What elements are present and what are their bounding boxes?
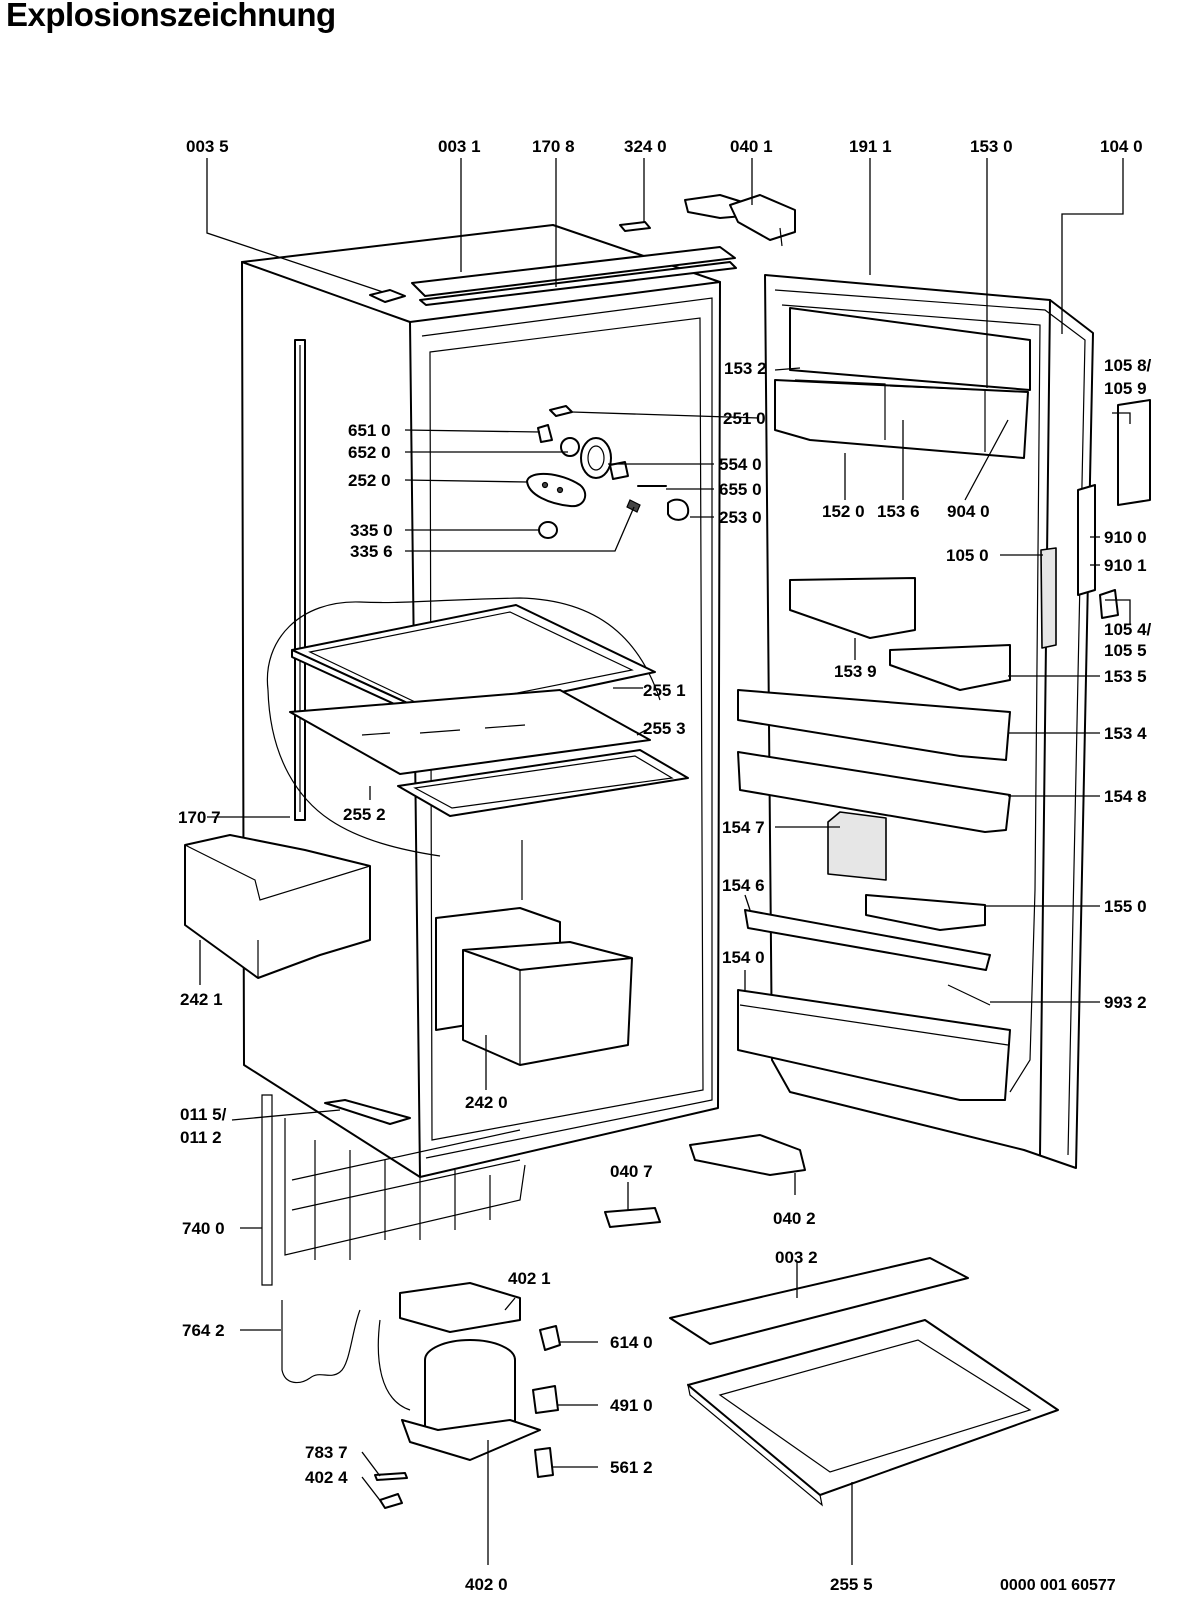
part-labels: 003 5 003 1 170 8 324 0 040 1 191 1 153 … (178, 137, 1152, 1594)
label-152-0: 152 0 (822, 502, 865, 521)
label-153-6: 153 6 (877, 502, 920, 521)
label-011-5: 011 5/ (180, 1105, 227, 1124)
label-255-3: 255 3 (643, 719, 686, 738)
door-bin-left (184, 834, 371, 979)
label-154-8: 154 8 (1104, 787, 1147, 806)
label-324-0: 324 0 (624, 137, 667, 156)
label-105-9: 105 9 (1104, 379, 1147, 398)
leader-lines (199, 158, 1131, 1565)
label-040-2: 040 2 (773, 1209, 816, 1228)
label-003-5: 003 5 (186, 137, 229, 156)
label-040-7: 040 7 (610, 1162, 653, 1181)
label-242-1: 242 1 (180, 990, 223, 1009)
label-402-0: 402 0 (465, 1575, 508, 1594)
label-170-8: 170 8 (532, 137, 575, 156)
label-491-0: 491 0 (610, 1396, 653, 1415)
label-105-8: 105 8/ (1104, 356, 1152, 375)
glass-shelves (266, 597, 689, 900)
label-783-7: 783 7 (305, 1443, 348, 1462)
label-993-2: 993 2 (1104, 993, 1147, 1012)
hinge-parts (604, 399, 1151, 1228)
label-242-0: 242 0 (465, 1093, 508, 1112)
label-153-9: 153 9 (834, 662, 877, 681)
label-154-6: 154 6 (722, 876, 765, 895)
label-153-2: 153 2 (724, 359, 767, 378)
label-155-0: 155 0 (1104, 897, 1147, 916)
bottom-parts (324, 1099, 1059, 1507)
label-335-0: 335 0 (350, 521, 393, 540)
label-740-0: 740 0 (182, 1219, 225, 1238)
label-764-2: 764 2 (182, 1321, 225, 1340)
label-255-1: 255 1 (643, 681, 686, 700)
label-255-5: 255 5 (830, 1575, 873, 1594)
document-number: 0000 001 60577 (1000, 1577, 1116, 1594)
label-011-2: 011 2 (180, 1128, 222, 1147)
label-154-7: 154 7 (722, 818, 765, 837)
label-614-0: 614 0 (610, 1333, 653, 1352)
label-105-4: 105 4/ (1104, 620, 1152, 639)
page-title: Explosionszeichnung (6, 0, 336, 33)
crisper-drawers (435, 907, 633, 1066)
label-561-2: 561 2 (610, 1458, 653, 1477)
label-335-6: 335 6 (350, 542, 393, 561)
label-651-0: 651 0 (348, 421, 391, 440)
label-252-0: 252 0 (348, 471, 391, 490)
label-910-0: 910 0 (1104, 528, 1147, 547)
label-105-5: 105 5 (1104, 641, 1147, 660)
label-170-7: 170 7 (178, 808, 221, 827)
label-003-1: 003 1 (438, 137, 481, 156)
label-040-1: 040 1 (730, 137, 773, 156)
label-153-5: 153 5 (1104, 667, 1147, 686)
door-bins (737, 307, 1031, 1101)
label-554-0: 554 0 (719, 455, 762, 474)
condenser-compressor (261, 1094, 561, 1509)
label-910-1: 910 1 (1104, 556, 1147, 575)
label-655-0: 655 0 (719, 480, 762, 499)
label-154-0: 154 0 (722, 948, 765, 967)
label-255-2: 255 2 (343, 805, 386, 824)
label-153-0: 153 0 (970, 137, 1013, 156)
label-153-4: 153 4 (1104, 724, 1147, 743)
label-652-0: 652 0 (348, 443, 391, 462)
thermostat-assembly (526, 405, 690, 539)
label-251-0: 251 0 (723, 409, 766, 428)
top-cover-parts (369, 194, 796, 306)
label-104-0: 104 0 (1100, 137, 1143, 156)
label-191-1: 191 1 (849, 137, 892, 156)
label-003-2: 003 2 (775, 1248, 818, 1267)
label-105-0: 105 0 (946, 546, 989, 565)
label-402-1: 402 1 (508, 1269, 551, 1288)
door-panel (764, 274, 1094, 1169)
label-253-0: 253 0 (719, 508, 762, 527)
label-402-4: 402 4 (305, 1468, 348, 1487)
label-904-0: 904 0 (947, 502, 990, 521)
